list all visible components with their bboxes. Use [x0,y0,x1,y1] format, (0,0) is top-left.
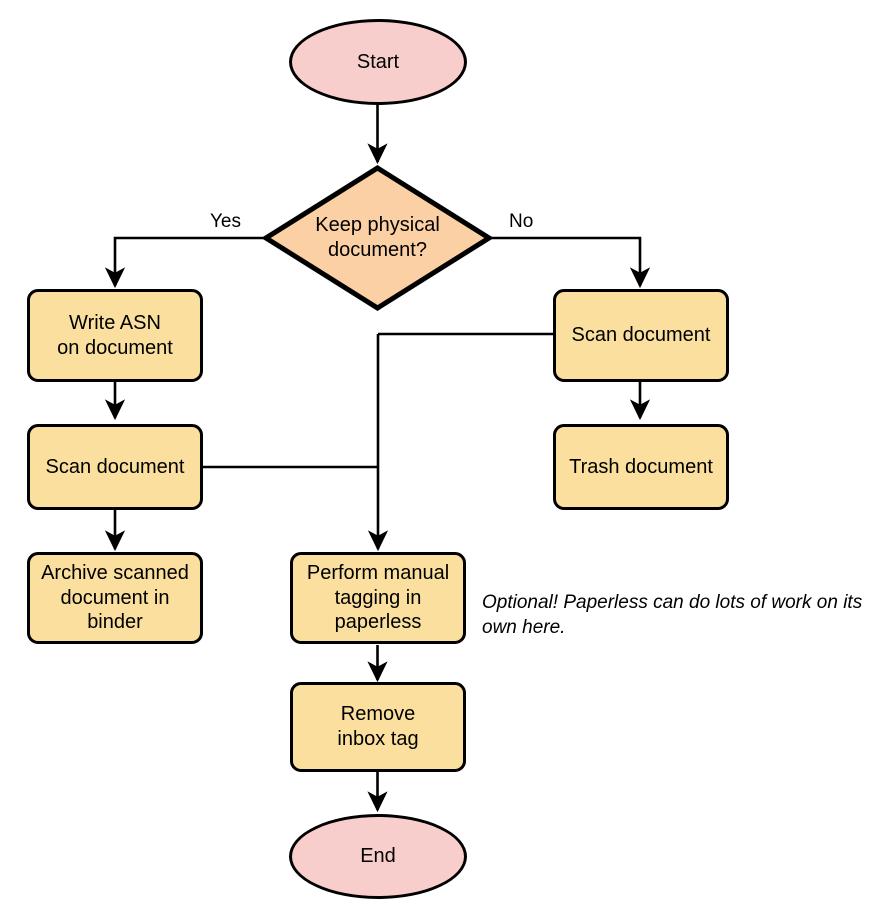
node-end[interactable]: End [289,814,467,899]
node-scan-document-left[interactable]: Scan document [27,424,203,510]
node-trash-document-label: Trash document [569,455,713,478]
node-start[interactable]: Start [289,19,467,105]
node-write-asn-label: Write ASN on document [57,311,173,359]
node-decision-keep-physical-document[interactable]: Keep physical document? [263,165,492,311]
node-scan-document-right-label: Scan document [571,324,711,347]
node-archive-label: Archive scanned document in binder [41,562,189,634]
annotation-optional-note: Optional! Paperless can do lots of work … [482,592,863,639]
edge-decision-yes-to-write-asn [104,236,266,289]
node-remove-inbox-tag-label: Remove inbox tag [337,703,419,750]
node-end-label: End [360,845,396,868]
node-write-asn-on-document[interactable]: Write ASN on document [27,289,203,382]
diamond-shape [263,165,492,311]
node-trash-document[interactable]: Trash document [553,424,729,510]
node-manual-tagging-label: Perform manual tagging in paperless [306,562,450,634]
node-scan-document-left-label: Scan document [45,455,185,478]
node-remove-inbox-tag[interactable]: Remove inbox tag [290,682,466,772]
edge-label-no: No [509,211,534,232]
edge-label-yes: Yes [210,211,241,232]
node-decision-label: Keep physical document? [315,214,440,261]
node-perform-manual-tagging-in-paperless[interactable]: Perform manual tagging in paperless [290,552,466,644]
node-scan-document-right[interactable]: Scan document [553,289,729,382]
edge-decision-no-to-scan-right [489,236,651,289]
node-start-label: Start [356,50,400,73]
node-archive-scanned-document-in-binder[interactable]: Archive scanned document in binder [27,552,203,644]
